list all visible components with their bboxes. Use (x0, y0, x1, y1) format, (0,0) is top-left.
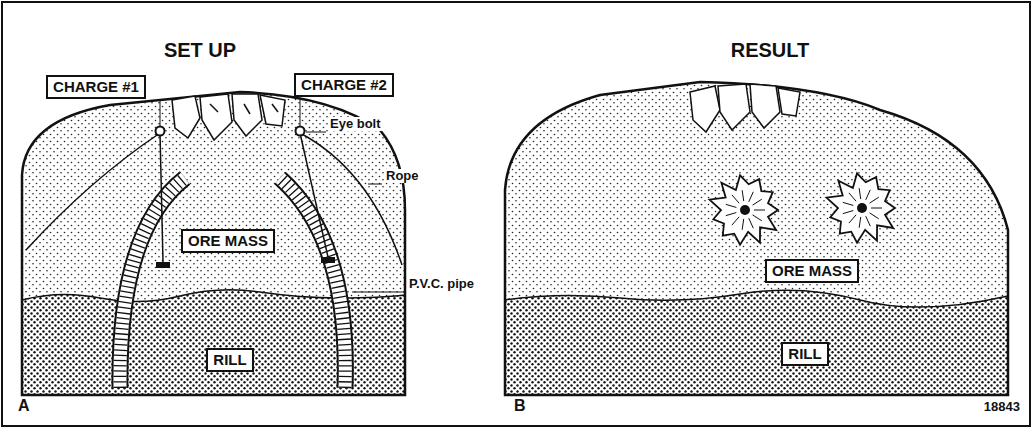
mound-outline (505, 82, 1008, 395)
crater-crack (753, 199, 762, 205)
rock (260, 95, 285, 126)
charge (321, 257, 335, 263)
crater-crack (859, 217, 861, 228)
leader-line (160, 100, 161, 126)
crater-crack (732, 195, 739, 203)
label-text: CHARGE #1 (53, 78, 139, 95)
crater-crack (849, 215, 856, 223)
panel-title: SET UP (162, 39, 238, 62)
crater-crack (726, 204, 737, 207)
pipe (280, 178, 345, 388)
rock (232, 94, 262, 136)
charge (156, 262, 170, 268)
rock (172, 96, 200, 138)
crater-crack (870, 213, 879, 219)
crater-crack (742, 219, 744, 230)
panel-letter: B (512, 397, 528, 415)
rope (160, 133, 163, 262)
figure-number: 18843 (982, 400, 1022, 415)
boxed-label: RILL (781, 342, 828, 366)
leader-lines (160, 100, 404, 292)
rock (200, 94, 232, 140)
pipe-hatch (280, 178, 345, 388)
rock (690, 86, 720, 132)
ore-mass-region (505, 82, 1008, 395)
part-label: P.V.C. pipe (407, 277, 476, 292)
rock (750, 84, 780, 128)
rill-region (505, 290, 1008, 395)
label-text: ORE MASS (772, 262, 852, 279)
label-text: ORE MASS (188, 232, 268, 249)
rope (300, 133, 402, 265)
rock (778, 88, 800, 116)
leader-line (306, 132, 326, 133)
crater-crack (749, 218, 754, 228)
boxed-label: CHARGE #1 (46, 75, 146, 99)
leader-line (368, 184, 382, 185)
blast-craters (709, 173, 895, 244)
crater-crack (749, 192, 754, 202)
crater-crack (866, 216, 871, 226)
boxed-label: CHARGE #2 (294, 73, 394, 97)
crater-crack (753, 215, 762, 221)
label-text: RILL (788, 345, 821, 362)
crater-crack (726, 213, 737, 216)
panel-letter: A (16, 397, 32, 415)
pipe (120, 178, 185, 388)
part-label: Eye bolt (328, 117, 383, 132)
crater-crack (870, 197, 879, 203)
crater-crack (859, 188, 861, 199)
charge-hole (857, 203, 867, 213)
charge-hole (740, 205, 750, 215)
crater-crack (849, 193, 856, 201)
rope (300, 133, 328, 257)
boxed-label: ORE MASS (181, 229, 275, 253)
rock-fragments (690, 84, 800, 132)
crater-crack (742, 190, 744, 201)
pipe (120, 178, 185, 388)
pipe (280, 178, 345, 388)
eye-bolt (156, 127, 165, 136)
leader-line (300, 100, 301, 126)
panel-title: RESULT (729, 39, 812, 62)
crater-crack (843, 211, 854, 214)
eye-bolt (296, 127, 305, 136)
leader-line (352, 292, 404, 293)
label-text: CHARGE #2 (301, 76, 387, 93)
boxed-label: ORE MASS (765, 259, 859, 283)
rock-fragments (172, 94, 285, 140)
crater-crack (843, 202, 854, 205)
part-label: Rope (384, 169, 421, 184)
crater-crack (866, 190, 871, 200)
rope (26, 133, 160, 250)
crater-crack (871, 208, 882, 209)
rock (718, 84, 750, 130)
ropes (26, 133, 402, 265)
ore-mass-region (22, 92, 405, 395)
pipe-hatch (120, 178, 185, 388)
boxed-label: RILL (206, 348, 253, 372)
label-text: RILL (213, 351, 246, 368)
crater (709, 175, 778, 244)
rock-crack (210, 104, 278, 114)
crater-crack (754, 210, 765, 211)
crater-crack (732, 217, 739, 225)
mound-outline (22, 92, 405, 395)
crater (826, 173, 895, 242)
pvc-pipes (120, 178, 345, 388)
